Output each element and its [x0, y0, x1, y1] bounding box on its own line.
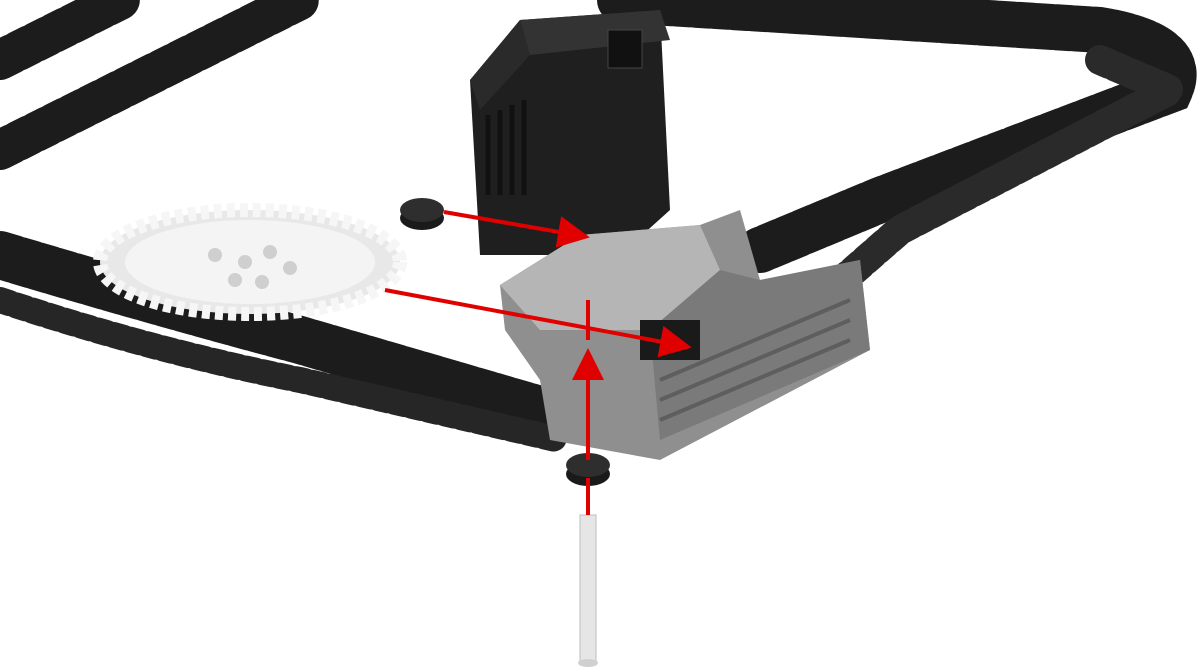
assembly-arrows — [384, 210, 692, 515]
shaft — [578, 514, 598, 667]
arrow-nut-to-motor — [443, 210, 590, 248]
motor — [470, 10, 670, 255]
vent-slots — [485, 100, 527, 195]
port-icon — [607, 29, 643, 69]
nut-bottom — [566, 453, 610, 486]
arrow-gear-to-bracket — [384, 288, 692, 358]
gear — [93, 203, 407, 321]
nut-top — [400, 198, 444, 230]
